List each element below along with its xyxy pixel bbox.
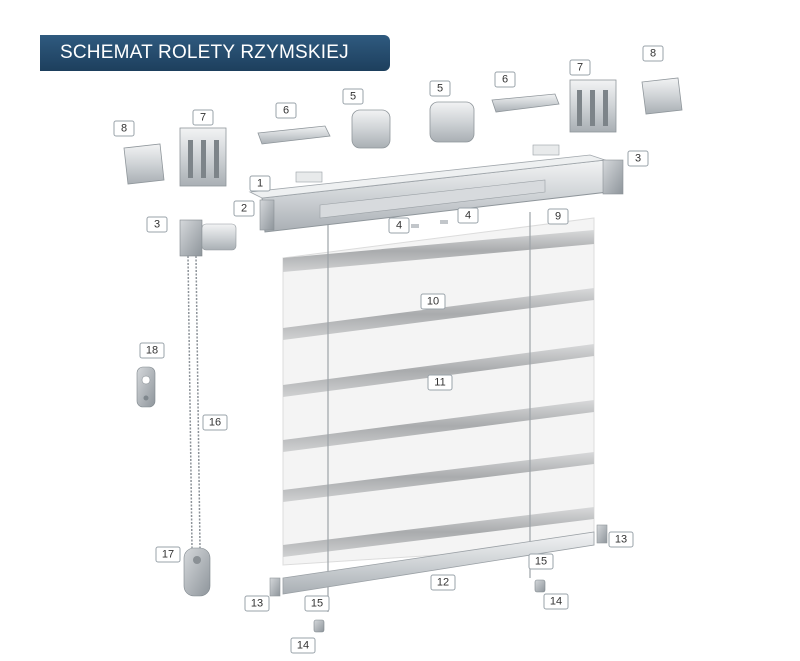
batten-2 bbox=[283, 288, 594, 340]
label-1: 1 bbox=[249, 175, 271, 192]
label-13-left: 13 bbox=[244, 595, 270, 612]
svg-text:18: 18 bbox=[146, 345, 158, 357]
bracket-8-left bbox=[123, 143, 165, 185]
label-13-right: 13 bbox=[608, 531, 634, 548]
batten-5 bbox=[283, 452, 594, 502]
svg-text:11: 11 bbox=[434, 377, 445, 389]
clip-6-left bbox=[257, 125, 331, 145]
label-8-right: 8 bbox=[642, 45, 664, 62]
carrier-5-left bbox=[351, 109, 391, 149]
rail-channel bbox=[319, 179, 546, 219]
bracket-7-right bbox=[569, 79, 617, 133]
label-7-right: 7 bbox=[569, 59, 591, 76]
label-3-left: 3 bbox=[146, 216, 168, 233]
label-14-right: 14 bbox=[543, 593, 569, 610]
label-10: 10 bbox=[420, 293, 446, 310]
label-5-right: 5 bbox=[429, 80, 451, 97]
label-11: 11 bbox=[427, 374, 453, 391]
svg-text:1: 1 bbox=[257, 178, 263, 190]
svg-text:4: 4 bbox=[396, 220, 402, 232]
svg-text:13: 13 bbox=[615, 534, 627, 546]
label-15-left: 15 bbox=[304, 595, 330, 612]
label-6-right: 6 bbox=[494, 71, 516, 88]
svg-text:6: 6 bbox=[283, 105, 289, 117]
lift-cords bbox=[327, 212, 531, 612]
svg-text:2: 2 bbox=[241, 203, 247, 215]
label-2: 2 bbox=[233, 200, 255, 217]
rail-end-cap-left bbox=[259, 199, 275, 231]
head-rail bbox=[248, 144, 624, 233]
label-6-left: 6 bbox=[275, 102, 297, 119]
svg-text:7: 7 bbox=[200, 112, 206, 124]
rail-end-cap-right bbox=[602, 159, 624, 195]
label-8-left: 8 bbox=[113, 120, 135, 137]
svg-text:16: 16 bbox=[209, 417, 221, 429]
diagram-title: SCHEMAT ROLETY RZYMSKIEJ bbox=[60, 42, 349, 63]
svg-text:13: 13 bbox=[251, 598, 263, 610]
label-4-left: 4 bbox=[388, 217, 410, 234]
end-cap-left bbox=[269, 577, 281, 597]
svg-text:5: 5 bbox=[437, 83, 443, 95]
label-3-right: 3 bbox=[627, 150, 649, 167]
batten-3 bbox=[283, 344, 594, 397]
label-12: 12 bbox=[430, 574, 456, 591]
chain-clip bbox=[136, 366, 156, 408]
label-9: 9 bbox=[547, 208, 569, 225]
svg-text:5: 5 bbox=[350, 91, 356, 103]
svg-text:17: 17 bbox=[162, 549, 174, 561]
label-17: 17 bbox=[155, 546, 181, 563]
svg-text:14: 14 bbox=[550, 596, 562, 608]
bracket-7-left bbox=[179, 127, 227, 187]
label-4-right: 4 bbox=[457, 207, 479, 224]
rail-clip-right bbox=[532, 144, 560, 156]
cord-stoppers bbox=[313, 579, 546, 633]
svg-text:10: 10 bbox=[427, 296, 439, 308]
svg-text:15: 15 bbox=[311, 598, 323, 610]
clip-6-right bbox=[491, 93, 560, 113]
svg-text:14: 14 bbox=[297, 640, 309, 652]
ball-chain bbox=[187, 255, 201, 549]
label-18: 18 bbox=[139, 342, 165, 359]
svg-text:3: 3 bbox=[635, 153, 641, 165]
batten-4 bbox=[283, 400, 594, 452]
stopper-left bbox=[313, 619, 325, 633]
svg-text:8: 8 bbox=[121, 123, 127, 135]
cord-lock-a bbox=[411, 224, 419, 228]
batten-6 bbox=[283, 507, 594, 557]
stopper-right bbox=[534, 579, 546, 593]
svg-text:3: 3 bbox=[154, 219, 160, 231]
label-14-left: 14 bbox=[290, 637, 316, 654]
svg-text:15: 15 bbox=[535, 556, 547, 568]
label-15-right: 15 bbox=[528, 553, 554, 570]
svg-text:7: 7 bbox=[577, 62, 583, 74]
exploded-parts bbox=[123, 77, 683, 187]
cord-lock-b bbox=[440, 220, 448, 224]
carrier-5-right bbox=[429, 101, 475, 143]
svg-text:12: 12 bbox=[437, 577, 449, 589]
svg-text:6: 6 bbox=[502, 74, 508, 86]
chain-weight bbox=[183, 547, 211, 597]
rail-clip-left bbox=[295, 171, 323, 183]
end-cap-right bbox=[596, 524, 608, 544]
label-5-left: 5 bbox=[342, 88, 364, 105]
bracket-8-right bbox=[641, 77, 683, 115]
svg-text:4: 4 bbox=[465, 210, 471, 222]
chain-mechanism bbox=[179, 219, 237, 257]
svg-text:8: 8 bbox=[650, 48, 656, 60]
fabric-battens bbox=[283, 230, 594, 557]
title-banner: SCHEMAT ROLETY RZYMSKIEJ bbox=[40, 35, 390, 71]
bottom-bar bbox=[269, 524, 608, 597]
batten-1 bbox=[283, 230, 594, 272]
label-7-left: 7 bbox=[192, 109, 214, 126]
label-16: 16 bbox=[202, 414, 228, 431]
svg-text:9: 9 bbox=[555, 211, 561, 223]
